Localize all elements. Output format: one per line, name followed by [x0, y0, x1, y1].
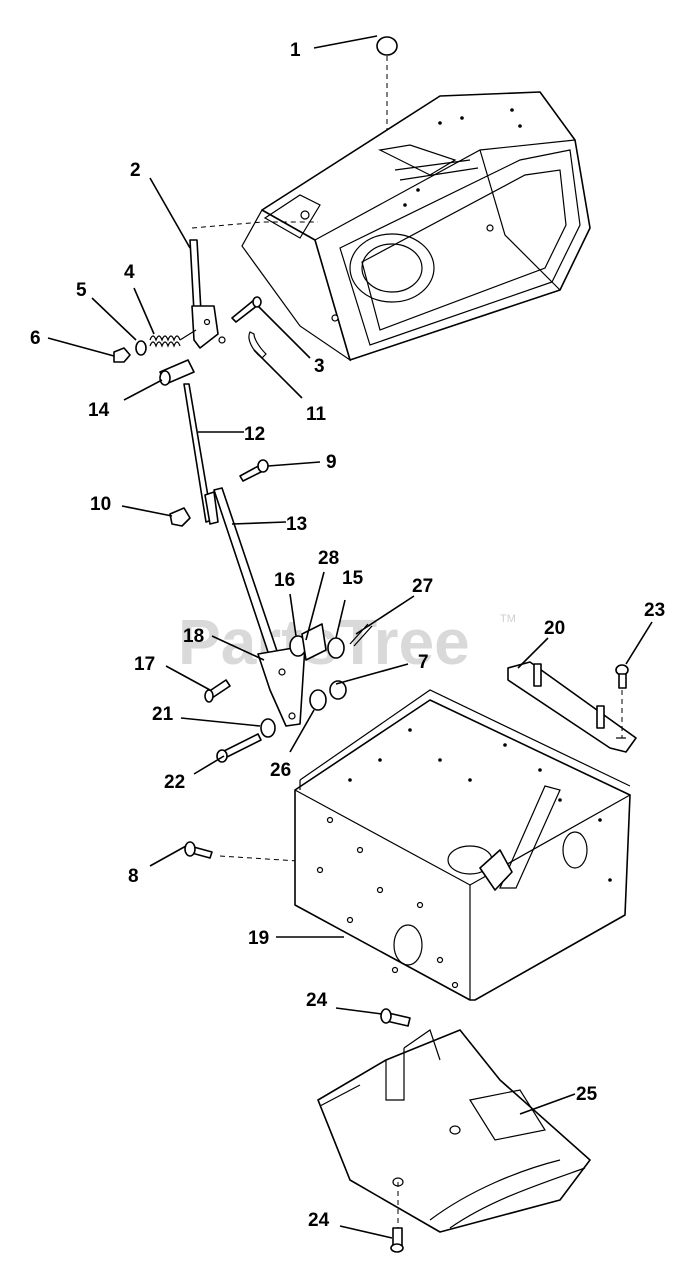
nut-6: [113, 347, 131, 363]
nut-10: [169, 507, 191, 527]
callout-18: 18: [183, 626, 204, 647]
dashboard-console: [241, 91, 591, 362]
bolt-22: [216, 733, 262, 763]
callout-26: 26: [270, 760, 291, 781]
callout-24-lower: 24: [308, 1210, 330, 1231]
callout-7: 7: [418, 652, 429, 673]
callout-28: 28: [318, 548, 339, 569]
callout-24-upper: 24: [306, 990, 328, 1011]
callout-13: 13: [286, 514, 307, 535]
callout-15: 15: [342, 568, 364, 589]
callout-6: 6: [30, 328, 41, 349]
callout-9: 9: [326, 452, 337, 473]
washer-5: [135, 340, 147, 356]
callout-1: 1: [290, 40, 301, 61]
coupler-14: [159, 359, 195, 386]
washer-15: [327, 637, 345, 659]
leader-lines: [47, 35, 653, 1239]
callout-8: 8: [128, 866, 139, 887]
callout-11: 11: [306, 404, 327, 425]
callout-4: 4: [124, 262, 135, 283]
callout-5: 5: [76, 280, 87, 301]
shift-arm-18: [257, 645, 306, 727]
shift-lever: [189, 239, 226, 349]
callout-14: 14: [88, 400, 110, 421]
bolt-24-lower: [390, 1227, 404, 1253]
bolt-9: [239, 459, 269, 482]
clip-11: [248, 331, 267, 359]
callout-25: 25: [576, 1084, 598, 1105]
callout-22: 22: [164, 772, 185, 793]
spring-4: [149, 329, 197, 348]
callout-23: 23: [644, 600, 665, 621]
callout-27: 27: [412, 576, 433, 597]
callout-19: 19: [248, 928, 269, 949]
pin-17: [204, 679, 231, 703]
nut-7: [329, 680, 347, 700]
callout-17: 17: [134, 654, 155, 675]
bolt-8: [184, 841, 213, 859]
callout-10: 10: [90, 494, 111, 515]
callout-labels: 1 2 3 4 5 6 7 8 9 10 11 12 13 14 15 16 1…: [30, 40, 665, 1231]
bottom-cover-25: [317, 1029, 591, 1233]
washer-21: [260, 718, 276, 738]
bolt-23: [615, 664, 629, 689]
bolt-3: [231, 296, 262, 323]
watermark-trademark: TM: [500, 613, 516, 625]
washer-26: [309, 689, 327, 711]
callout-3: 3: [314, 356, 325, 377]
callout-2: 2: [130, 160, 141, 181]
callout-16: 16: [274, 570, 295, 591]
bolt-24-upper: [380, 1008, 411, 1027]
callout-12: 12: [244, 424, 265, 445]
callout-20: 20: [544, 618, 565, 639]
frame-19: [294, 689, 631, 1001]
callout-21: 21: [152, 704, 174, 725]
plate-20: [507, 661, 637, 753]
